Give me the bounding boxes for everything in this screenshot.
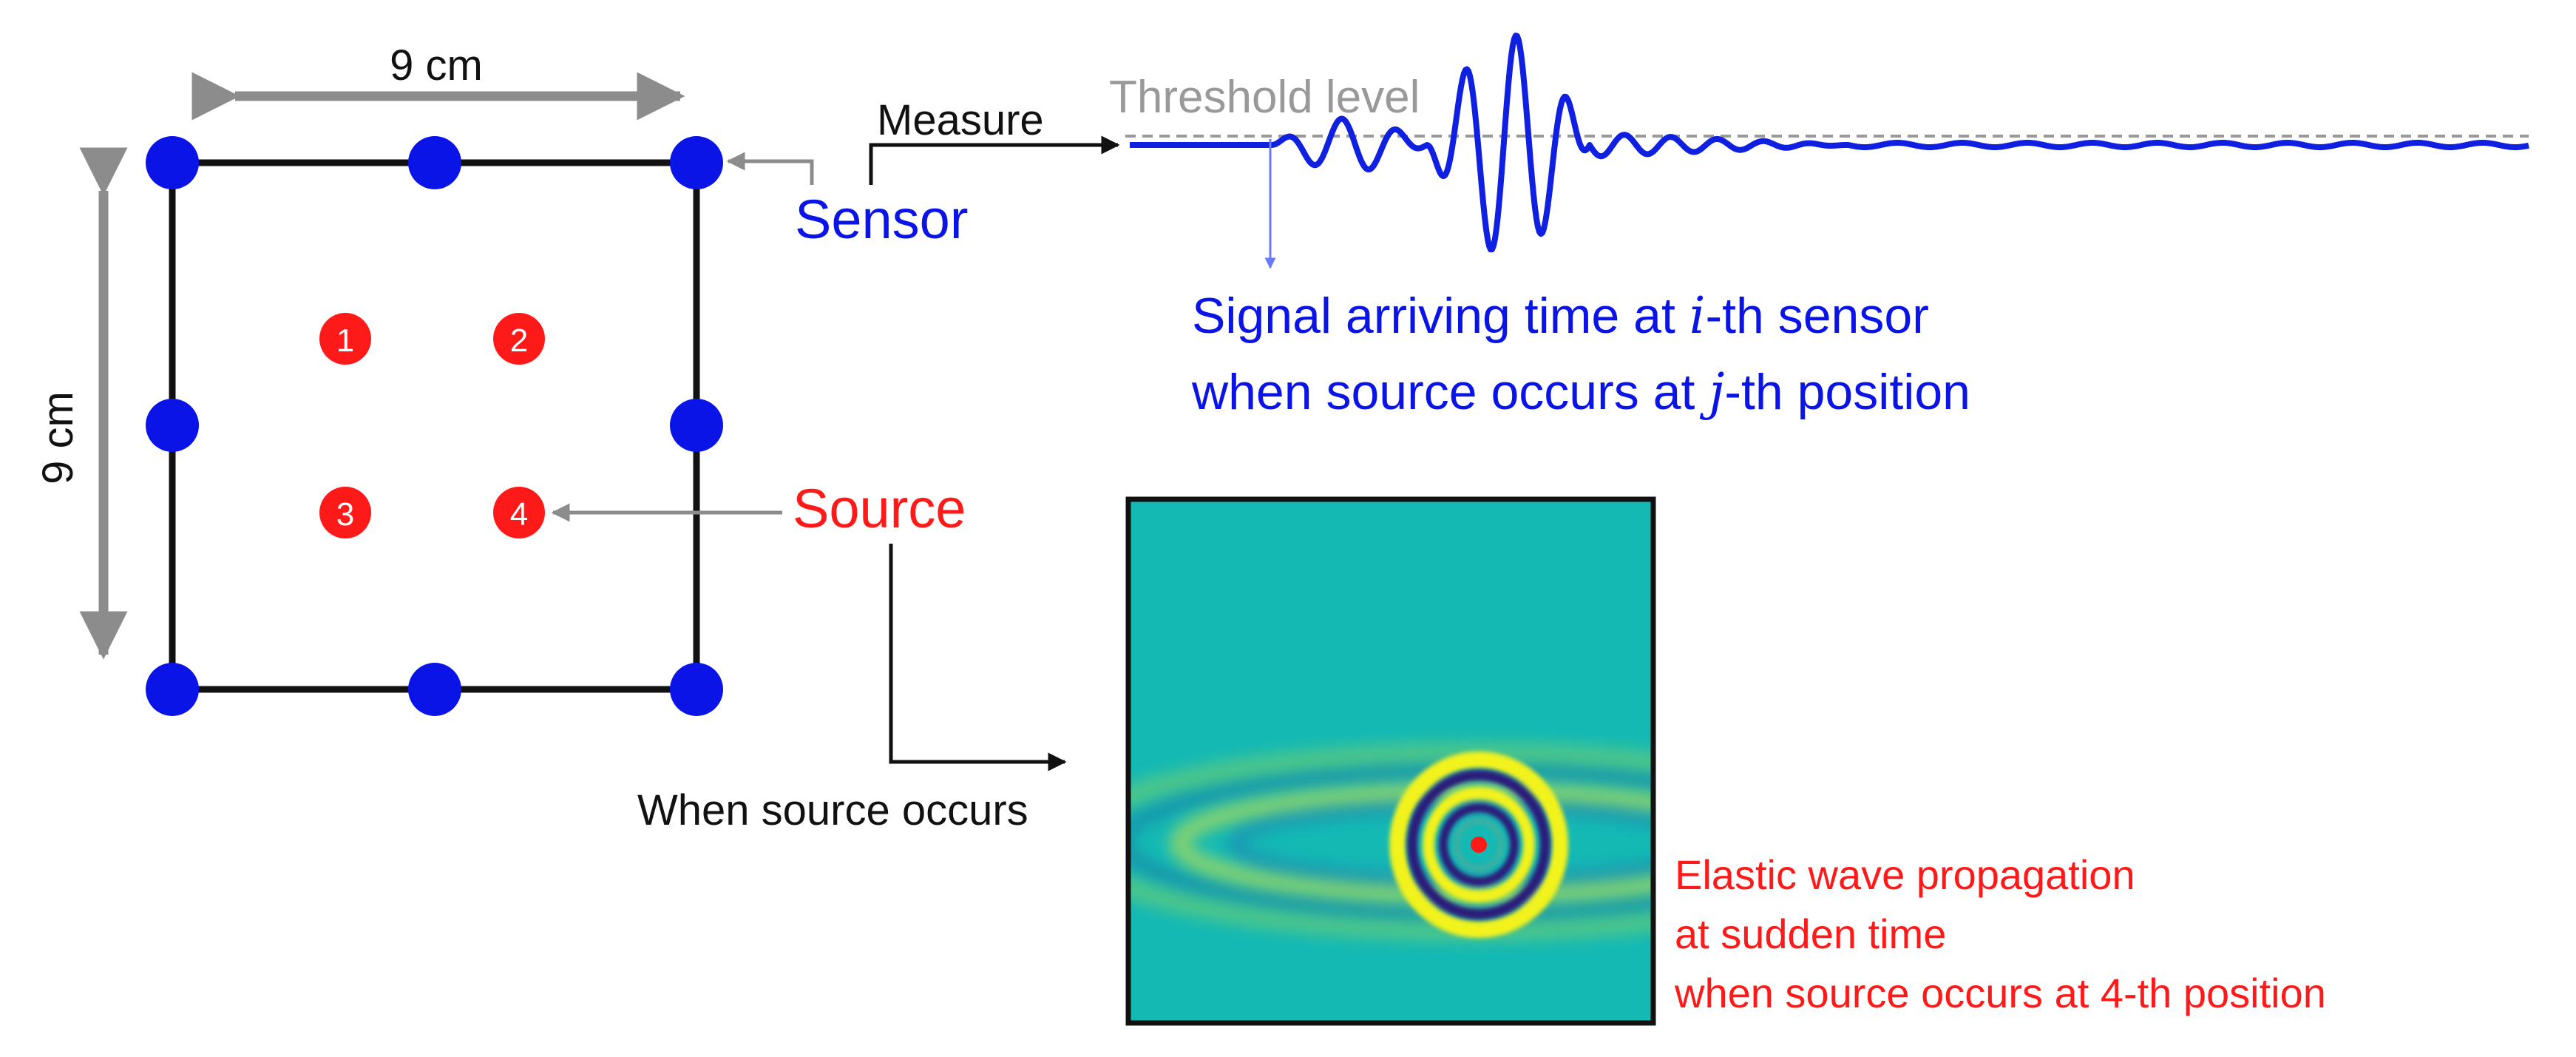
threshold-label: Threshold level xyxy=(1109,72,1420,123)
plate-outline xyxy=(169,159,700,693)
when-source-occurs-label: When source occurs xyxy=(637,786,1028,834)
sensor-dot xyxy=(408,663,461,716)
measurement-panel: Measure Threshold level Signal arriving … xyxy=(869,33,2530,422)
source-number: 1 xyxy=(336,322,354,359)
sensor-dot xyxy=(146,399,199,452)
sensor-dot xyxy=(146,136,199,189)
elastic-caption-line3: when source occurs at 4-th position xyxy=(1674,970,2326,1016)
source-marker-4: 4 xyxy=(493,487,545,538)
source-number: 3 xyxy=(336,496,354,533)
width-dimension-label: 9 cm xyxy=(390,41,483,90)
wave-field-image xyxy=(1125,496,1656,1026)
sensor-dot xyxy=(670,663,723,716)
sensor-index-variable: i xyxy=(1689,287,1706,345)
height-dimension-label: 9 cm xyxy=(34,391,82,484)
source-label: Source xyxy=(793,478,966,539)
sensor-label: Sensor xyxy=(795,189,968,250)
elastic-caption-line2: at sudden time xyxy=(1675,911,1946,957)
elastic-wave-caption: Elastic wave propagation at sudden time … xyxy=(1674,851,2326,1016)
source-marker-1: 1 xyxy=(319,313,371,365)
signal-caption-line2: when source occurs at j-th position xyxy=(1191,363,1970,422)
source-number: 2 xyxy=(510,322,528,359)
source-number: 4 xyxy=(510,496,528,533)
sensor-dot xyxy=(146,663,199,716)
measure-arrow xyxy=(869,135,1120,185)
source-marker-3: 3 xyxy=(319,487,371,538)
source-point-dot xyxy=(1471,837,1487,853)
sensor-pointer-arrow xyxy=(726,152,814,185)
sensor-dot xyxy=(408,136,461,189)
source-marker-2: 2 xyxy=(493,313,545,365)
sensor-dot xyxy=(670,399,723,452)
measure-label: Measure xyxy=(877,96,1044,144)
signal-caption-line1: Signal arriving time at i-th sensor xyxy=(1192,287,1929,345)
signal-waveform xyxy=(1128,33,2530,253)
source-occurs-arrow xyxy=(889,544,1067,771)
sensor-group xyxy=(146,136,723,716)
sensor-dot xyxy=(670,136,723,189)
source-group: 1 2 3 4 xyxy=(319,313,545,538)
plate-panel: 9 cm 9 cm 1 2 xyxy=(34,41,968,716)
elastic-caption-line1: Elastic wave propagation xyxy=(1675,851,2135,898)
wave-field-frame xyxy=(1125,496,1656,1026)
